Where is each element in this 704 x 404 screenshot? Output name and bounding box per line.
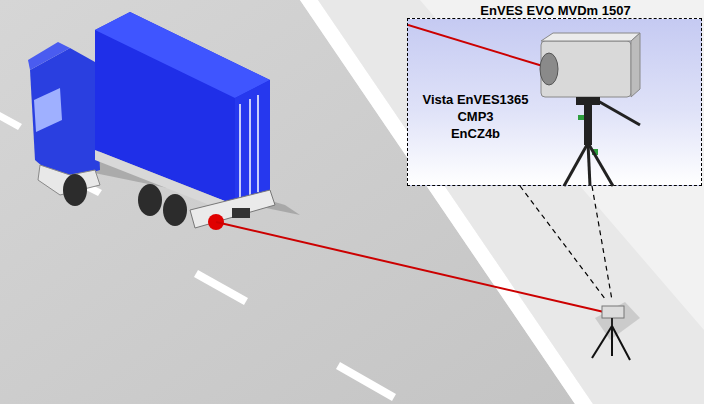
camera-top — [541, 33, 640, 41]
inset-panel: EnVES EVO MVDm 1507Vista EnVES1365CMP3En… — [407, 18, 702, 186]
shoulder — [318, 0, 704, 404]
model-name: EnCZ4b — [423, 125, 529, 142]
tripod-leg — [588, 143, 613, 186]
camera-lens — [540, 53, 558, 85]
inset-title: EnVES EVO MVDm 1507 — [480, 3, 630, 18]
tripod-leg — [564, 143, 588, 186]
camera-body — [541, 41, 631, 97]
pan-handle — [598, 101, 640, 125]
tripod-leg — [588, 143, 590, 186]
tripod-column — [584, 105, 592, 145]
model-name: Vista EnVES1365 — [423, 91, 529, 108]
model-name: CMP3 — [423, 108, 529, 125]
laser-beam — [408, 25, 546, 67]
truck — [28, 12, 300, 230]
tripod-head — [576, 97, 600, 105]
laser-beam — [216, 222, 604, 312]
clamp — [578, 115, 584, 120]
model-list: Vista EnVES1365CMP3EnCZ4b — [423, 91, 529, 142]
zoom-lines — [520, 186, 612, 300]
field-device — [592, 302, 640, 360]
camera-side — [631, 33, 640, 97]
